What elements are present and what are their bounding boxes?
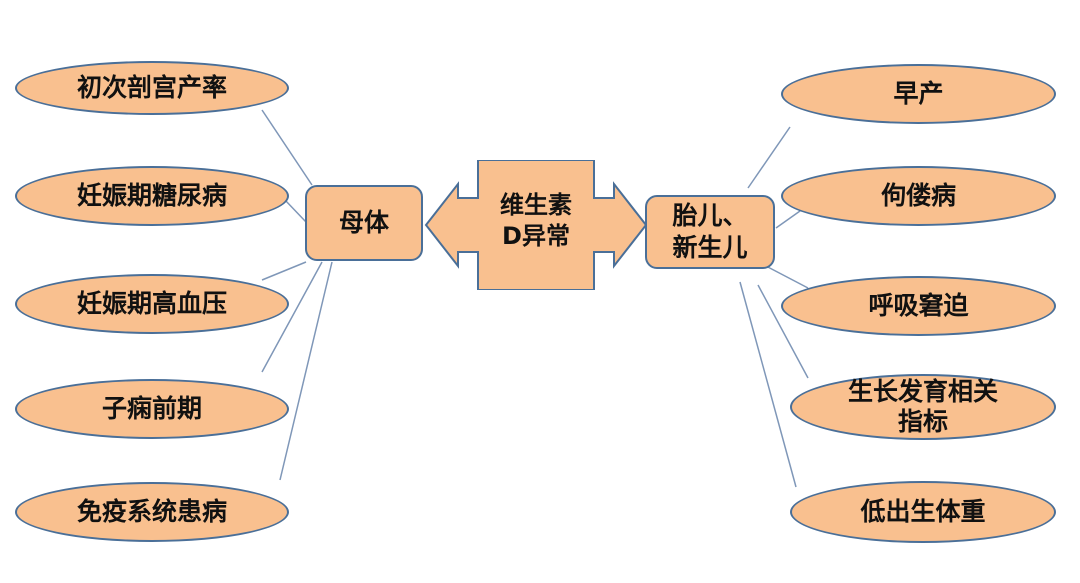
outcome-label: 低出生体重: [860, 497, 986, 526]
outcome-ellipse-low-birth-weight: 低出生体重: [790, 481, 1056, 543]
vitamin-d-abnormal-node: 维生素 D异常: [424, 160, 648, 290]
outcome-label-line1: 生长发育相关: [847, 377, 998, 406]
mother-box: 母体: [305, 185, 423, 261]
fetus-label-line1: 胎儿、: [672, 200, 748, 230]
outcome-label: 佝偻病: [880, 181, 956, 210]
outcome-ellipse-first-cesarean-rate: 初次剖宫产率: [15, 61, 289, 115]
connector-line: [261, 261, 307, 281]
connector-line: [775, 210, 801, 229]
outcome-ellipse-gestational-hypertension: 妊娠期高血压: [15, 274, 289, 334]
outcome-ellipse-growth-indicators: 生长发育相关 指标: [790, 374, 1056, 440]
mother-label: 母体: [338, 207, 389, 237]
fetus-label-line2: 新生儿: [672, 233, 748, 262]
outcome-label: 免疫系统患病: [76, 497, 227, 526]
center-label-line2: D异常: [502, 222, 570, 251]
outcome-label: 初次剖宫产率: [76, 73, 227, 102]
outcome-ellipse-rickets: 佝偻病: [781, 166, 1056, 226]
double-arrow-shape: [424, 160, 648, 290]
outcome-label: 妊娠期糖尿病: [76, 181, 227, 210]
outcome-label-line2: 指标: [897, 407, 948, 436]
connector-line: [284, 199, 307, 223]
center-label: 维生素 D异常: [478, 190, 594, 252]
connector-line: [261, 261, 323, 373]
outcome-ellipse-immune-disease: 免疫系统患病: [15, 482, 289, 542]
connector-line: [739, 281, 797, 488]
connector-line: [261, 109, 313, 186]
outcome-label: 呼吸窘迫: [868, 291, 969, 320]
outcome-ellipse-gestational-diabetes: 妊娠期糖尿病: [15, 166, 289, 226]
connector-line: [757, 284, 809, 379]
outcome-ellipse-preterm-birth: 早产: [781, 64, 1056, 124]
outcome-label: 妊娠期高血压: [76, 289, 227, 318]
outcome-label: 子痫前期: [101, 394, 202, 423]
outcome-label: 早产: [893, 79, 944, 108]
fetus-newborn-box: 胎儿、 新生儿: [645, 195, 775, 269]
connector-line: [763, 264, 809, 289]
outcome-ellipse-respiratory-distress: 呼吸窘迫: [781, 276, 1056, 336]
connector-line: [747, 126, 791, 189]
outcome-ellipse-preeclampsia: 子痫前期: [15, 379, 289, 439]
center-label-line1: 维生素: [500, 191, 572, 219]
connector-line: [279, 261, 333, 481]
